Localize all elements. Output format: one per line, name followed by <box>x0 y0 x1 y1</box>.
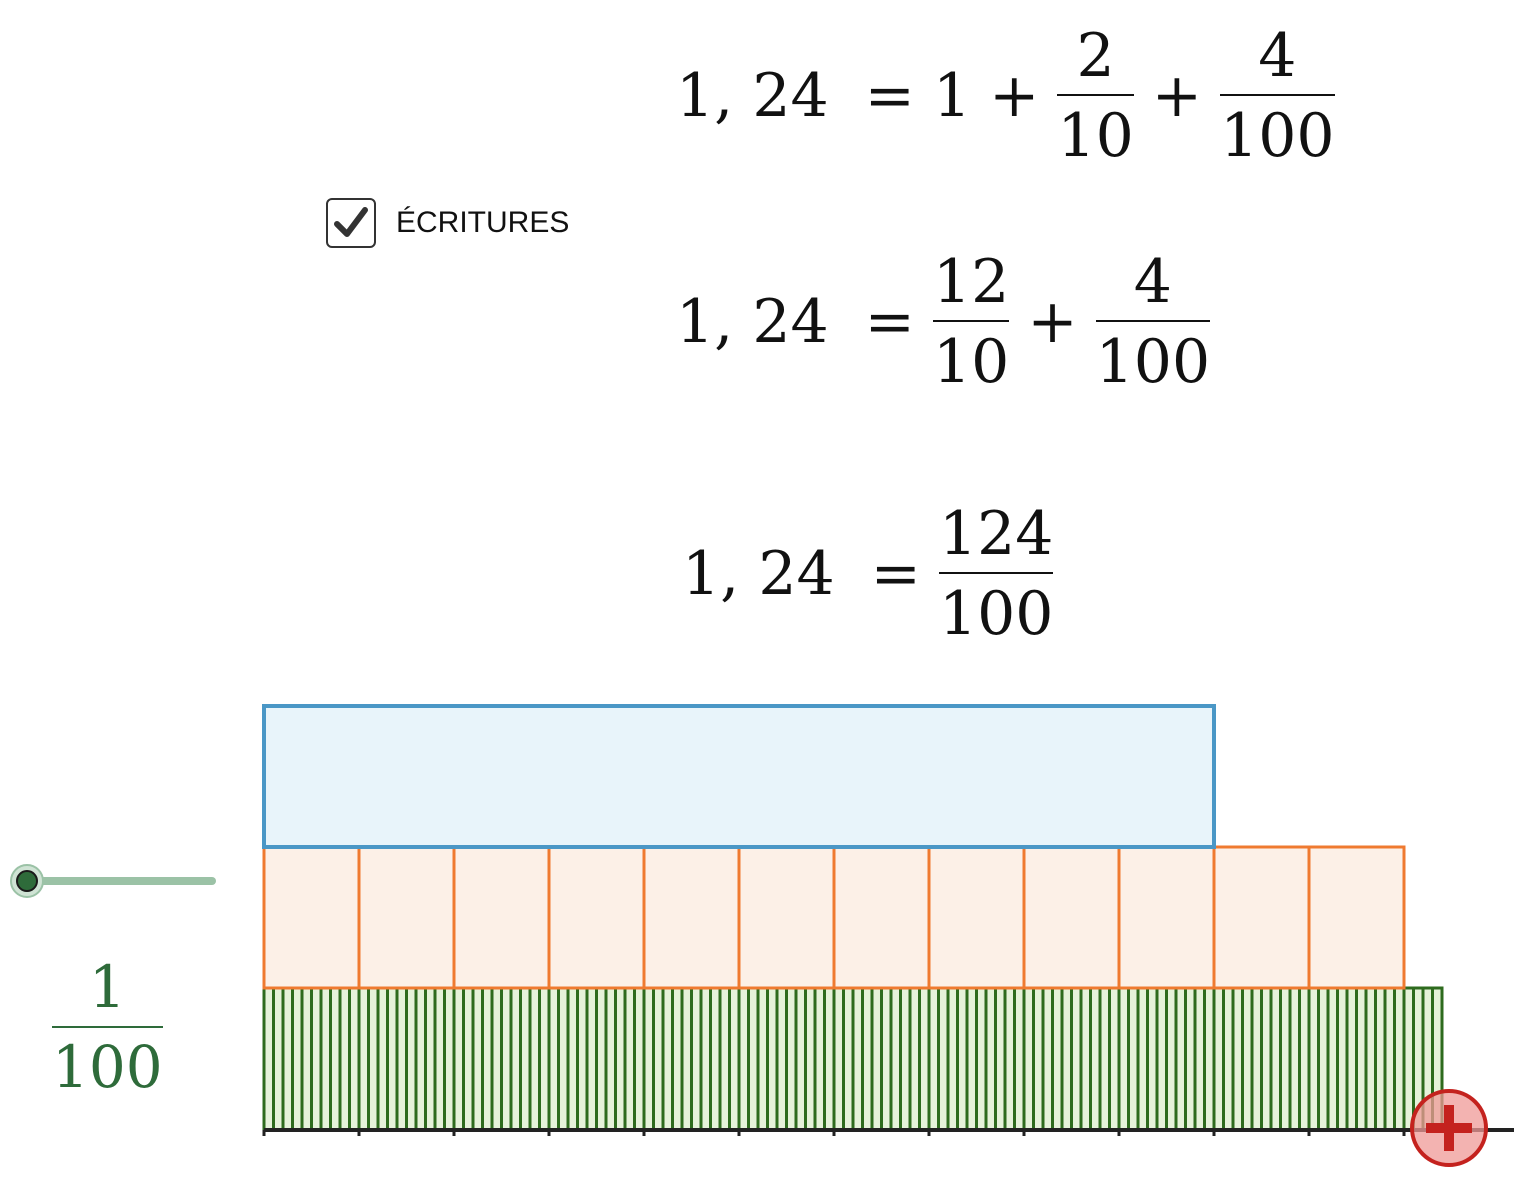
slider-value-bar <box>52 1026 163 1028</box>
checkbox-label: ÉCRITURES <box>396 206 570 239</box>
tenth-cell <box>642 845 741 990</box>
fraction-bar <box>938 572 1054 574</box>
slider-value-fraction: 1 100 <box>52 958 163 1096</box>
plus-operator: + <box>1151 61 1203 131</box>
tenth-cell <box>832 845 931 990</box>
equation-lhs: 1, 24 <box>676 287 829 357</box>
unit-bar <box>262 704 1216 849</box>
slider-handle[interactable] <box>16 870 38 892</box>
checkbox-box[interactable] <box>326 198 376 248</box>
fraction-numerator: 12 <box>932 247 1010 317</box>
tenth-cell <box>357 845 456 990</box>
fraction-denominator: 100 <box>938 579 1054 649</box>
axis <box>262 1128 1514 1136</box>
fraction-bar <box>1095 320 1211 322</box>
plus-icon <box>1426 1105 1472 1151</box>
tenth-cell <box>1022 845 1121 990</box>
fraction-numerator: 4 <box>1133 247 1172 317</box>
whole-term: 1 <box>932 61 972 131</box>
fraction-denominator: 10 <box>932 327 1010 397</box>
fraction-bar <box>1220 94 1335 96</box>
step-slider[interactable] <box>8 862 218 900</box>
fraction-denominator: 100 <box>1220 101 1335 171</box>
equals-sign: = <box>864 287 915 357</box>
fraction-denominator: 100 <box>1095 327 1211 397</box>
slider-value-numerator: 1 <box>88 953 126 1021</box>
fraction-bar <box>932 320 1010 322</box>
fraction-denominator: 10 <box>1057 101 1134 171</box>
tenth-cell <box>737 845 836 990</box>
fraction-numerator: 4 <box>1258 21 1297 91</box>
slider-value-denominator: 100 <box>52 1033 163 1101</box>
tenth-cell <box>452 845 551 990</box>
tenth-cell <box>1307 845 1406 990</box>
equals-sign: = <box>864 61 915 131</box>
tenth-cell <box>547 845 646 990</box>
tenths-row <box>262 845 1406 990</box>
plus-operator: + <box>1027 287 1078 357</box>
hundredths-row <box>262 986 1444 1132</box>
fraction-numerator: 124 <box>938 499 1054 569</box>
equals-sign: = <box>870 539 921 609</box>
add-button[interactable] <box>1410 1089 1488 1167</box>
fraction-bar <box>1057 94 1134 96</box>
plus-operator: + <box>989 61 1040 131</box>
equation-lhs: 1, 24 <box>682 539 835 609</box>
check-icon <box>334 207 368 237</box>
tenth-cell <box>1212 845 1311 990</box>
fraction-numerator: 2 <box>1076 21 1115 91</box>
tenth-cell <box>1117 845 1216 990</box>
tenth-cell <box>262 845 361 990</box>
ecritures-checkbox[interactable]: ÉCRITURES <box>326 198 569 248</box>
equation-lhs: 1, 24 <box>676 61 829 131</box>
tenth-cell <box>927 845 1026 990</box>
